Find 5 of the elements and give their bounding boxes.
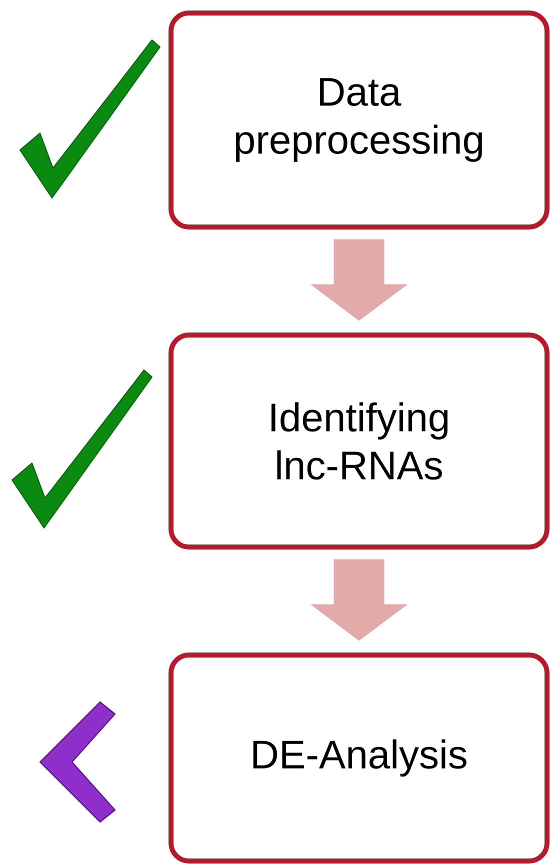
block-arrow bbox=[310, 239, 408, 321]
block-arrow bbox=[310, 559, 408, 641]
process-box: Identifying lnc-RNAs bbox=[168, 332, 550, 550]
process-box: DE-Analysis bbox=[168, 652, 550, 864]
process-box: Data preprocessing bbox=[168, 10, 550, 230]
